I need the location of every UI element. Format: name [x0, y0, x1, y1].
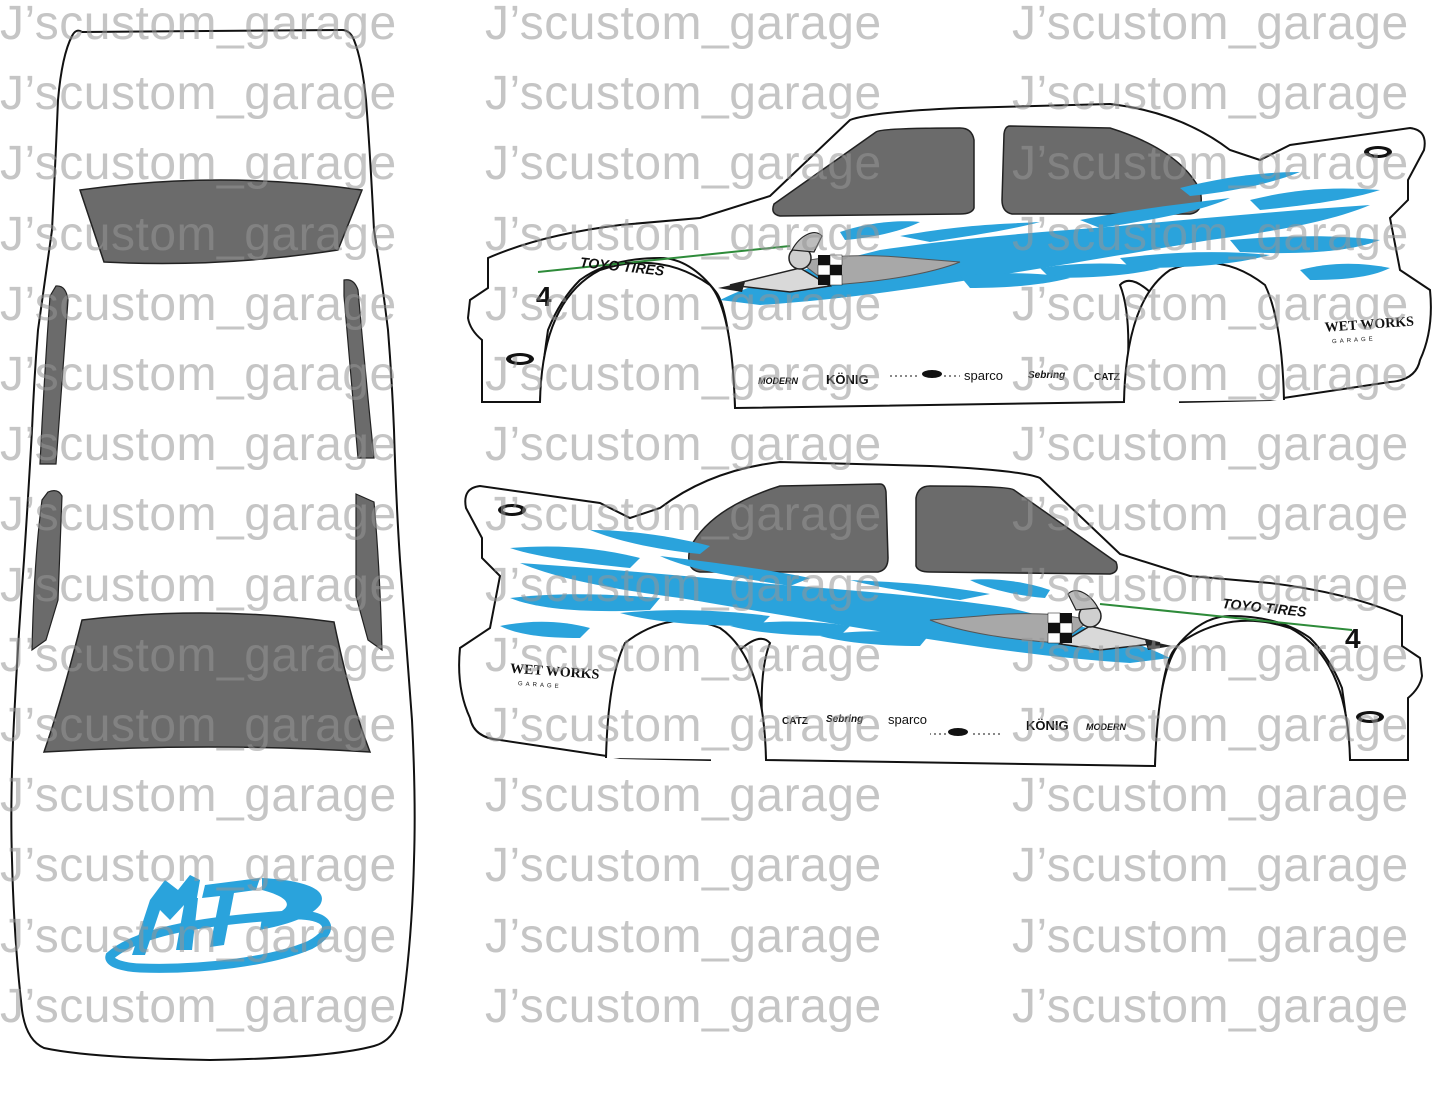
upper-rear-window — [772, 127, 975, 217]
lower-number: 4 — [1345, 623, 1361, 654]
top-view-body-outline — [10, 28, 416, 1062]
upper-sponsor-catz: CATZ — [1094, 372, 1120, 383]
upper-sponsor-sebring: Sebring — [1028, 370, 1065, 381]
lower-sponsor-sparco: sparco — [888, 712, 927, 727]
lower-sponsor-sebring: Sebring — [826, 714, 863, 725]
upper-number: 4 — [536, 281, 552, 312]
side-view-upper: 4 TOYO TIRES WET WORKS GARAGE MODERN KÖN… — [466, 102, 1432, 410]
upper-wet-works-sub: GARAGE — [1332, 336, 1376, 345]
lower-sponsor-catz: CATZ — [782, 716, 808, 727]
side-view-lower: 4 TOYO TIRES WET WORKS GARAGE CATZ Sebri… — [458, 460, 1424, 768]
upper-sponsor-modern: MODERN — [758, 376, 798, 386]
top-view-rear-window — [79, 179, 364, 265]
upper-sponsor-sparco: sparco — [964, 368, 1003, 383]
upper-sponsor-konig: KÖNIG — [826, 372, 869, 387]
upper-mi-dots — [890, 370, 960, 378]
top-view-rear-left-window — [39, 285, 69, 465]
lower-wet-works: WET WORKS — [510, 662, 600, 683]
lower-sponsor-konig: KÖNIG — [1026, 718, 1069, 733]
hood-mi-logo — [105, 875, 331, 973]
upper-wet-works: WET WORKS — [1324, 315, 1414, 336]
top-view-front-right-window — [355, 493, 383, 652]
upper-mi-logo-rear — [506, 353, 534, 365]
top-view-front-left-window — [31, 490, 63, 652]
lower-wet-works-sub: GARAGE — [518, 681, 562, 690]
top-view-windshield — [42, 612, 372, 753]
upper-mi-logo-wing — [1364, 146, 1392, 158]
top-view-rear-right-window — [343, 279, 375, 459]
lower-sponsor-modern: MODERN — [1086, 722, 1126, 732]
upper-front-window — [1001, 125, 1202, 215]
top-view-car — [10, 28, 416, 1062]
